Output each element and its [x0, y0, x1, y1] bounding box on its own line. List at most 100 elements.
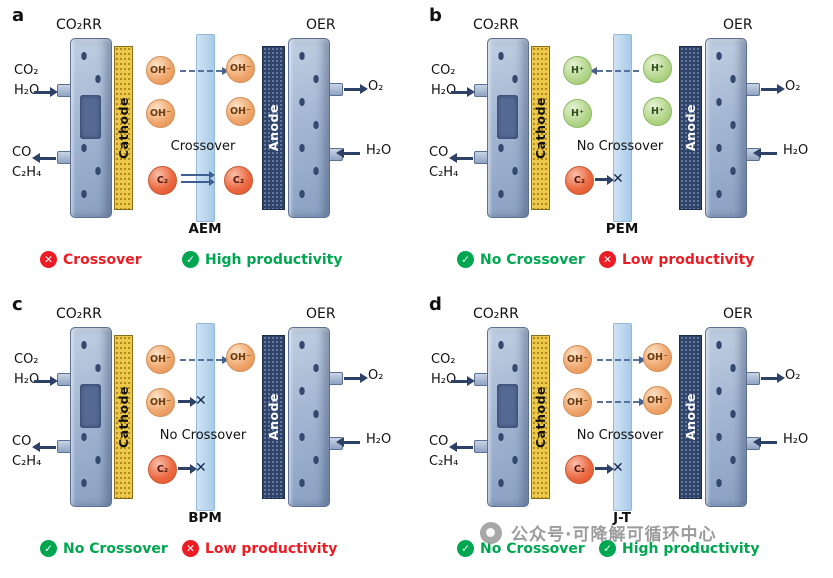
h2o-label: H₂O [783, 432, 809, 447]
electrode-pin [328, 83, 343, 96]
co2rr-label: CO₂RR [56, 17, 102, 33]
status-item: ✓ High productivity [599, 540, 759, 557]
output-co-label: CO [429, 145, 449, 160]
oh-blocked-arrow [178, 396, 197, 407]
o2-output-arrow [344, 84, 368, 94]
input-h2o-label: H₂O [14, 83, 40, 98]
anode-electrode-plate [288, 327, 330, 507]
output-co-label: CO [429, 434, 449, 449]
o2-label: O₂ [785, 368, 801, 383]
status-text: Crossover [63, 251, 142, 268]
status-text: Low productivity [205, 540, 338, 557]
o2-output-arrow [344, 373, 368, 383]
output-arrow [32, 153, 56, 163]
electrode-pin [745, 372, 760, 385]
o2-label: O₂ [368, 79, 384, 94]
oer-label: OER [723, 17, 753, 33]
status-item: ✕ Low productivity [182, 540, 337, 557]
blocked-x-icon: ✕ [195, 460, 207, 476]
crossover-text: No Crossover [159, 428, 247, 443]
oh-ion: OH⁻ [146, 99, 175, 128]
status-item: ✓ No Crossover [457, 540, 585, 557]
cathode-electrode-plate [70, 38, 112, 218]
oh-ion: OH⁻ [226, 54, 255, 83]
input-h2o-label: H₂O [14, 372, 40, 387]
input-arrow [34, 87, 58, 97]
oh-ion: OH⁻ [563, 345, 592, 374]
cathode-label: Cathode [533, 97, 548, 159]
h2o-input-arrow [336, 437, 360, 447]
crossover-dashed-arrow [180, 356, 229, 364]
crossover-dashed-arrow [180, 67, 229, 75]
panel-d: d CO₂RR OER Cathode Anode CO₂ H₂O CO C₂H… [417, 289, 833, 578]
c2-ion: C₂ [565, 455, 594, 484]
membrane-label: PEM [605, 221, 639, 237]
check-icon: ✓ [599, 540, 616, 557]
status-text: No Crossover [480, 251, 585, 268]
status-item: ✕ Crossover [40, 251, 142, 268]
cross-icon: ✕ [182, 540, 199, 557]
input-arrow [34, 376, 58, 386]
output-arrow [449, 442, 473, 452]
status-text: No Crossover [480, 540, 585, 557]
oh-ion: OH⁻ [643, 343, 672, 372]
o2-output-arrow [761, 373, 785, 383]
cathode-label: Cathode [533, 386, 548, 448]
oh-ion: OH⁻ [563, 388, 592, 417]
panel-c: c CO₂RR OER Cathode Anode CO₂ H₂O CO C₂H… [0, 289, 416, 578]
o2-output-arrow [761, 84, 785, 94]
membrane-label: J-T [613, 510, 631, 526]
status-text: Low productivity [622, 251, 755, 268]
status-text: High productivity [205, 251, 343, 268]
anode-strip: Anode [262, 46, 285, 210]
oh-ion: OH⁻ [146, 388, 175, 417]
o2-label: O₂ [368, 368, 384, 383]
membrane-label: AEM [188, 221, 222, 237]
check-icon: ✓ [457, 540, 474, 557]
output-c2h4-label: C₂H₄ [429, 165, 459, 180]
flow-window [497, 95, 518, 139]
membrane-strip [196, 34, 215, 222]
check-icon: ✓ [40, 540, 57, 557]
c2-ion: C₂ [565, 166, 594, 195]
electrode-pin [328, 372, 343, 385]
output-c2h4-label: C₂H₄ [12, 454, 42, 469]
status-item: ✓ High productivity [182, 251, 342, 268]
anode-strip: Anode [262, 335, 285, 499]
input-co2-label: CO₂ [14, 63, 39, 78]
membrane-strip [196, 323, 215, 511]
electrode-pin [745, 83, 760, 96]
blocked-x-icon: ✕ [195, 393, 207, 409]
cross-icon: ✕ [40, 251, 57, 268]
flow-window [80, 384, 101, 428]
cathode-strip: Cathode [531, 335, 550, 499]
input-h2o-label: H₂O [431, 372, 457, 387]
anode-strip: Anode [679, 46, 702, 210]
blocked-x-icon: ✕ [612, 460, 624, 476]
anode-electrode-plate [288, 38, 330, 218]
h2o-input-arrow [336, 148, 360, 158]
input-co2-label: CO₂ [431, 63, 456, 78]
co2rr-label: CO₂RR [473, 306, 519, 322]
membrane-strip [613, 323, 632, 511]
anode-electrode-plate [705, 327, 747, 507]
c2-blocked-arrow [595, 174, 614, 185]
h2o-label: H₂O [366, 432, 392, 447]
cathode-strip: Cathode [114, 46, 133, 210]
panel-a: a CO₂RR OER Cathode Anode CO₂ H₂O CO C₂H… [0, 0, 416, 289]
c2-ion: C₂ [148, 166, 177, 195]
flow-window [80, 95, 101, 139]
status-text: No Crossover [63, 540, 168, 557]
output-co-label: CO [12, 145, 32, 160]
oh-ion: OH⁻ [226, 343, 255, 372]
h2o-input-arrow [753, 148, 777, 158]
cathode-label: Cathode [116, 386, 131, 448]
crossover-text: No Crossover [576, 428, 664, 443]
cathode-strip: Cathode [531, 46, 550, 210]
c2-blocked-arrow [178, 463, 197, 474]
crossover-dashed-arrow [590, 67, 639, 75]
oh-ion: OH⁻ [226, 97, 255, 126]
watermark-text: 公众号·可降解可循环中心 [511, 525, 717, 545]
cathode-strip: Cathode [114, 335, 133, 499]
